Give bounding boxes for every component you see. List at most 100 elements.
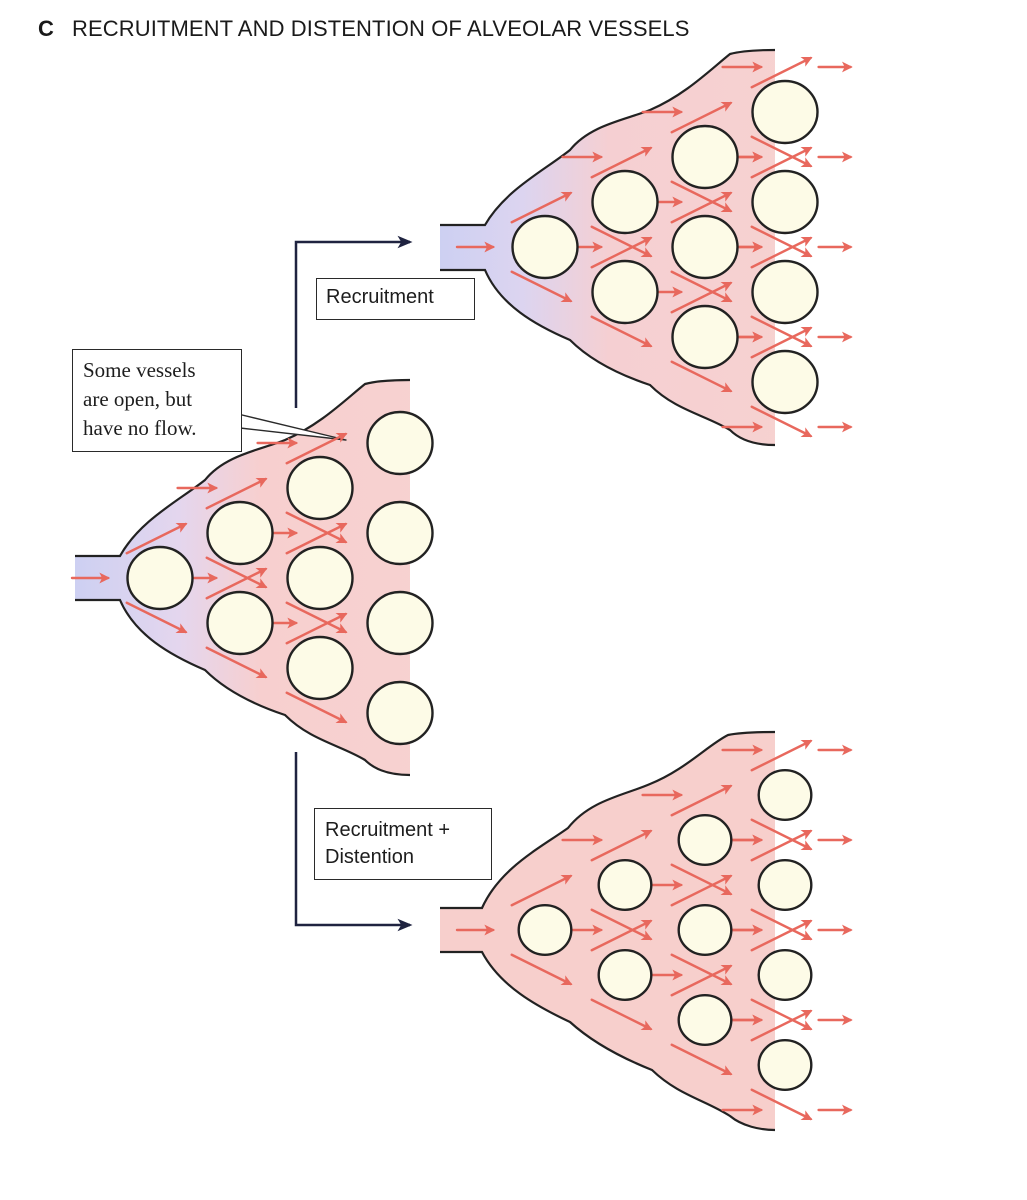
pathway-arrow-icon — [294, 235, 413, 408]
flow-arrow-icon — [205, 556, 268, 589]
alveolus-circle-icon — [751, 169, 819, 235]
flow-arrow-icon — [205, 567, 268, 600]
pathway-to-recruitment — [294, 235, 413, 408]
flow-arrow-icon — [590, 829, 653, 862]
alveolus-circle-icon — [757, 949, 813, 1002]
alveolus-circle-icon — [671, 304, 739, 370]
alveolus-circle-icon — [671, 124, 739, 190]
flow-arrow-icon — [750, 1088, 813, 1121]
alveolus-circle-icon — [751, 259, 819, 325]
alveolus-circle-icon — [671, 214, 739, 280]
flow-arrow-icon — [285, 522, 348, 555]
alveolus-circle-icon — [511, 214, 579, 280]
alveolus-circle-icon — [591, 169, 659, 235]
flow-arrow-icon — [670, 360, 733, 393]
pathway-arrow-icon — [294, 752, 413, 932]
flow-arrow-icon — [285, 601, 348, 634]
flow-arrow-icon — [750, 315, 813, 348]
flow-arrow-icon — [205, 646, 268, 679]
alveolus-circle-icon — [757, 1038, 813, 1091]
alveolus-circle-icon — [206, 590, 274, 656]
flow-arrow-icon — [670, 180, 733, 213]
alveolus-circle-icon — [126, 545, 194, 611]
flow-arrow-icon — [750, 405, 813, 438]
flow-arrow-icon — [510, 270, 573, 303]
alveolus-circle-icon — [677, 814, 733, 867]
alveolus-circle-icon — [366, 590, 434, 656]
panel-title: C RECRUITMENT AND DISTENTION OF ALVEOLAR … — [38, 16, 689, 46]
alveolus-circle-icon — [517, 904, 573, 957]
flow-arrow-icon — [590, 315, 653, 348]
vessel-wall-lower-recruitment — [440, 268, 776, 447]
flow-arrow-icon — [590, 919, 653, 952]
alveolus-circle-icon — [286, 455, 354, 521]
alveolus-circle-icon — [597, 949, 653, 1002]
alveolus-circle-icon — [286, 545, 354, 611]
recruitment-label: Recruitment — [316, 278, 475, 320]
alveolus-circle-icon — [366, 500, 434, 566]
alveolus-circle-icon — [677, 904, 733, 957]
flow-arrow-icon — [750, 146, 813, 179]
flow-arrow-icon — [285, 612, 348, 645]
flow-arrow-icon — [750, 225, 813, 258]
flow-arrow-icon — [670, 281, 733, 314]
vessel-wall-upper-recruitment-distention — [440, 730, 776, 910]
callout-line-1: Some vessels — [83, 358, 196, 382]
flow-arrow-icon — [590, 236, 653, 269]
no-flow-callout: Some vessels are open, but have no flow. — [72, 349, 242, 452]
alveoli-and-flow — [70, 56, 853, 1121]
flow-arrow-icon — [670, 784, 733, 817]
flow-arrow-icon — [750, 998, 813, 1031]
alveolus-circle-icon — [751, 79, 819, 145]
flow-arrow-icon — [590, 225, 653, 258]
alveolus-circle-icon — [751, 349, 819, 415]
flow-arrow-icon — [670, 101, 733, 134]
flow-arrow-icon — [125, 522, 188, 555]
network-recruitment — [455, 56, 853, 438]
flow-arrow-icon — [750, 326, 813, 359]
pathway-to-recruitment-distention — [294, 752, 413, 932]
alveolus-circle-icon — [591, 259, 659, 325]
alveolus-circle-icon — [597, 859, 653, 912]
flow-arrow-icon — [670, 964, 733, 997]
flow-arrow-icon — [670, 874, 733, 907]
flow-arrow-icon — [670, 1043, 733, 1076]
flow-arrow-icon — [670, 953, 733, 986]
alveolus-circle-icon — [366, 410, 434, 476]
flow-arrow-icon — [590, 146, 653, 179]
flow-arrow-icon — [750, 829, 813, 862]
recruitment-label-text: Recruitment — [326, 286, 434, 308]
flow-arrow-icon — [590, 998, 653, 1031]
panel-letter: C — [38, 16, 54, 41]
flow-arrow-icon — [750, 739, 813, 772]
flow-arrow-icon — [285, 511, 348, 544]
alveolus-circle-icon — [206, 500, 274, 566]
flow-arrow-icon — [750, 56, 813, 89]
network-recruitment-distention — [455, 739, 853, 1121]
recruitment-distention-label-line-2: Distention — [325, 846, 414, 868]
panel-title-text: RECRUITMENT AND DISTENTION OF ALVEOLAR V… — [72, 16, 690, 41]
network-baseline — [70, 410, 434, 746]
flow-arrow-icon — [750, 236, 813, 269]
alveolus-circle-icon — [757, 859, 813, 912]
flow-arrow-icon — [205, 477, 268, 510]
alveolus-circle-icon — [757, 769, 813, 822]
vessel-wall-lower-baseline — [75, 598, 411, 777]
alveolus-circle-icon — [286, 635, 354, 701]
callout-line-3: have no flow. — [83, 416, 197, 440]
recruitment-distention-label: Recruitment + Distention — [314, 808, 492, 880]
flow-arrow-icon — [670, 863, 733, 896]
flow-arrow-icon — [285, 691, 348, 724]
alveolus-circle-icon — [677, 994, 733, 1047]
recruitment-distention-label-line-1: Recruitment + — [325, 819, 451, 841]
callout-line-2: are open, but — [83, 387, 193, 411]
vessel-wall-lower-recruitment-distention — [440, 950, 776, 1132]
flow-arrow-icon — [750, 919, 813, 952]
flow-arrow-icon — [750, 818, 813, 851]
flow-arrow-icon — [670, 270, 733, 303]
flow-arrow-icon — [750, 908, 813, 941]
flow-arrow-icon — [510, 874, 573, 907]
flow-arrow-icon — [590, 908, 653, 941]
flow-arrow-icon — [510, 191, 573, 224]
